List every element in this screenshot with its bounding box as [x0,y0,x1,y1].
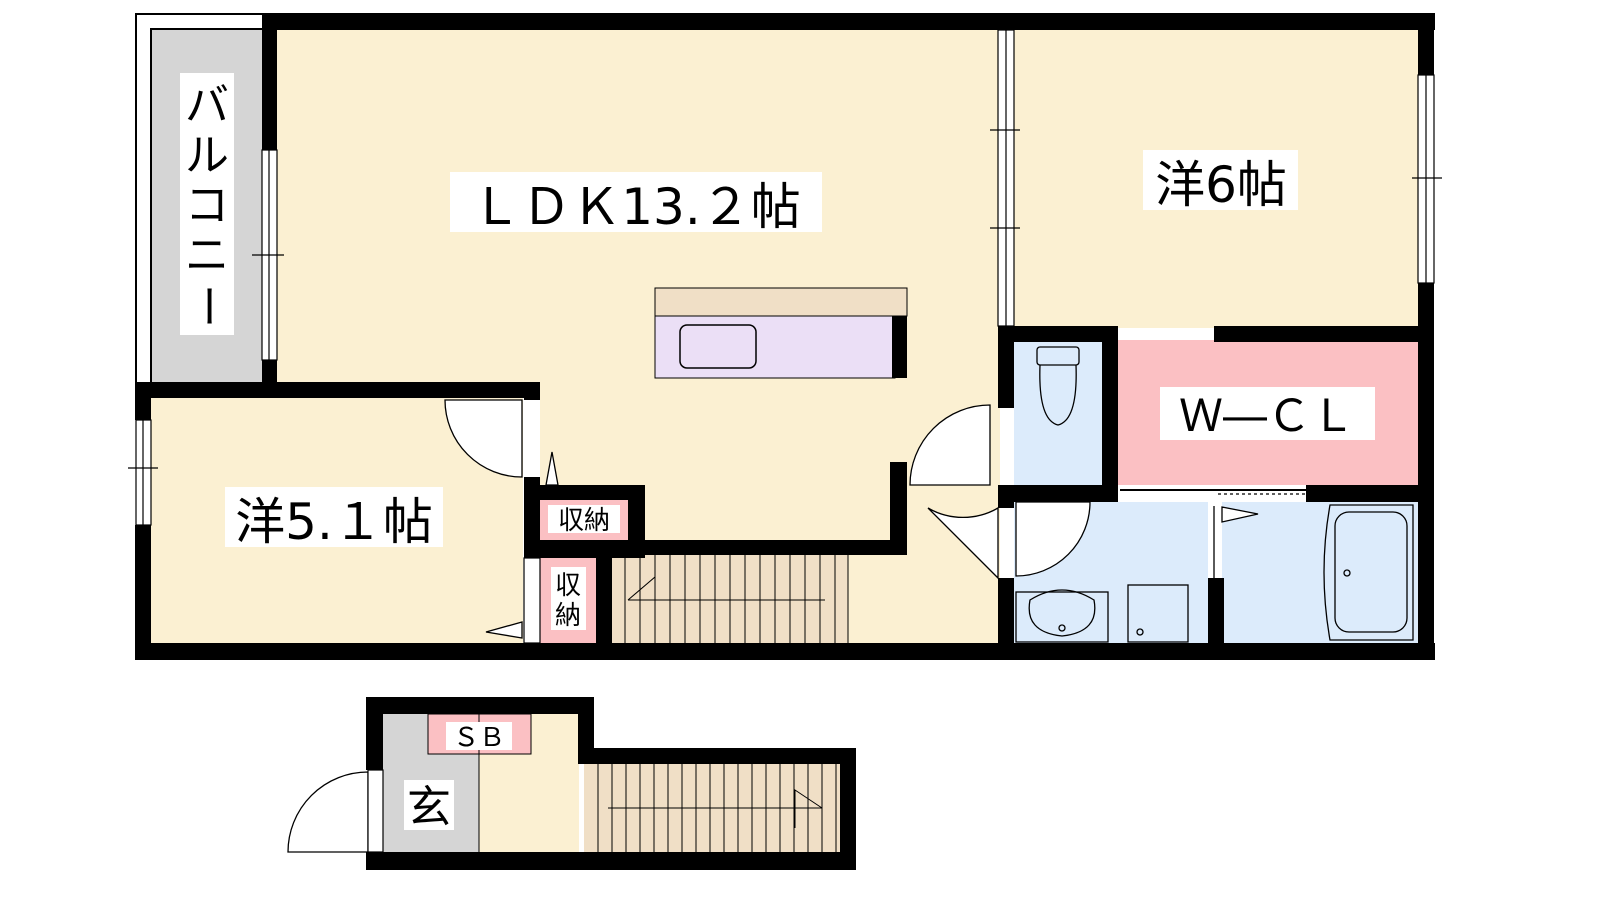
wall-right-bottom [1418,283,1434,660]
kitchen-counter-end [892,316,907,378]
bath-door [1213,506,1259,578]
balcony-label-char-2: ル [185,130,229,181]
balcony-label-char-5: ー [182,284,233,328]
balcony-rail-top [150,28,263,30]
wall-western-5-1-right-top [524,382,540,400]
wall-stairs-top [612,540,907,555]
washbasin-icon [1015,589,1109,643]
wall-ldk-left-bottom [262,360,277,385]
storage-2-door-flag [485,621,523,639]
entrance-door [287,771,369,853]
ldk-label: ＬＤＫ13.２帖 [471,178,801,236]
kitchen-counter [654,287,908,379]
wall-ground-bottom [366,852,856,870]
storage-2-opening [523,557,541,644]
wall-ground-left [366,697,383,770]
toilet-door [909,404,991,486]
toilet-floor [1014,342,1103,485]
wall-right-top [1418,13,1434,75]
kitchen-counter-top [654,287,908,317]
wall-bottom [135,643,1435,660]
wall-toilet-left [998,326,1014,408]
western-5-1-door [444,399,523,478]
wall-ground-top [366,697,594,714]
wall-wet-left-2 [998,578,1014,660]
wcl-label: Ｗ―ＣＬ [1179,391,1355,442]
wall-western-6-bottom [1214,326,1434,342]
wall-left-lower-2 [135,525,151,660]
stairs-lower [597,764,837,852]
storage-2-label-char-2: 納 [555,601,581,631]
wall-storage-2-right [596,555,612,645]
washroom-door [927,506,999,580]
stairs-upper [624,555,849,643]
wall-toilet-right [1102,326,1118,502]
wall-storage-1-top [540,485,645,500]
wall-ground-step [578,697,594,764]
wall-western-5-1-top [135,382,540,398]
balcony-label-char-3: コ [185,180,229,231]
wall-top [263,13,1435,30]
wall-wcl-bottom-right [1306,485,1434,502]
bathtub-icon [1323,504,1414,641]
room-labels: ＬＤＫ13.２帖 洋6帖 洋5.１帖 Ｗ―ＣＬ バ ル コ ニ ー 収納 収 納… [180,73,1375,833]
storage-1-label: 収納 [558,506,610,536]
doors [287,399,1259,853]
washroom-inner-door [1015,501,1091,577]
washing-machine-icon [1127,584,1189,643]
wall-western-5-1-right-mid [524,477,540,558]
balcony-label-char-1: バ [185,80,229,131]
toilet-icon [1036,346,1080,426]
wall-ldk-left-top [262,13,277,150]
balcony-label-char-4: ニ [185,230,229,281]
wall-ground-right [840,748,856,870]
wall-storage-1-right [628,485,645,555]
fixtures [1015,346,1414,643]
wall-toilet-top [998,326,1118,342]
shoe-box-label: ＳＢ [453,723,505,753]
walls [135,13,1435,870]
balcony-rail-left [150,28,152,382]
western-5-1-label: 洋5.１帖 [235,493,433,551]
kitchen-sink-icon [679,324,757,369]
balcony-left-edge [135,13,137,383]
wall-toilet-bottom [998,485,1118,502]
wall-stairs-right [890,462,907,555]
storage-2-label-char-1: 収 [555,571,581,601]
western-6-label: 洋6帖 [1155,156,1287,214]
entrance-opening [367,769,384,853]
entrance-label: 玄 [407,782,451,833]
wall-bath-divider [1208,578,1224,660]
wall-ground-top-2 [578,748,856,764]
bath-floor [1222,502,1419,643]
balcony-outline-outer [135,13,263,15]
wall-wet-left [998,485,1014,508]
